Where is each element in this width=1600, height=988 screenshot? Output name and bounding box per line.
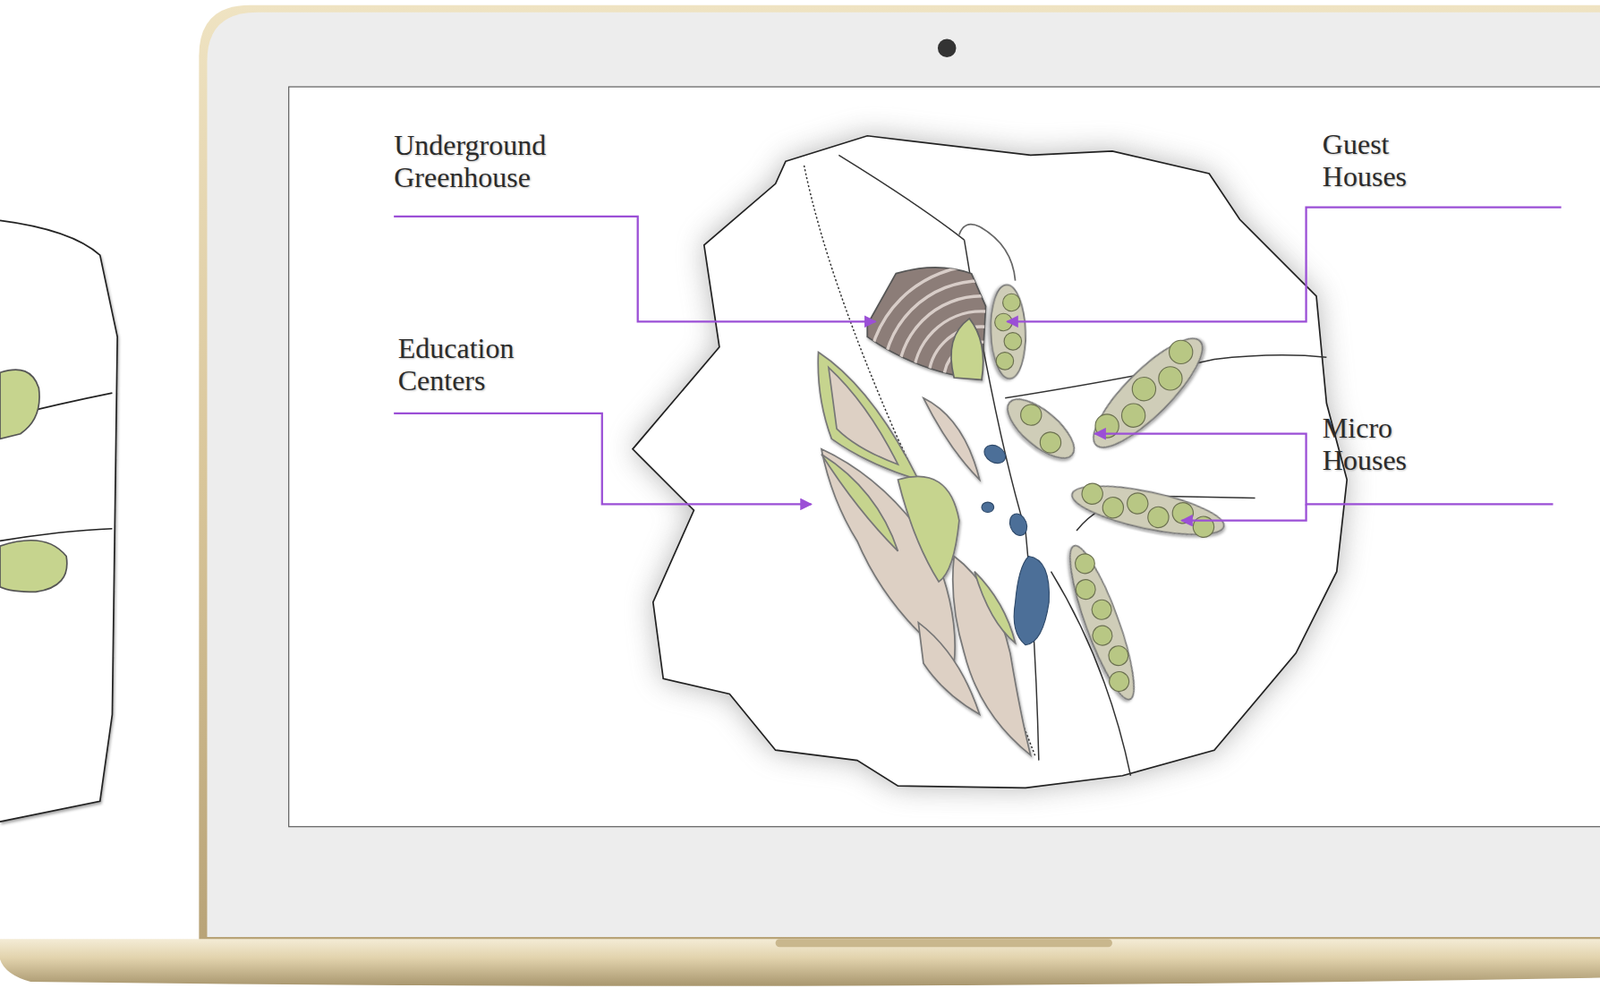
callout-label: Education Centers: [398, 331, 587, 399]
laptop-frame: [0, 5, 1600, 987]
micro-houses: [988, 284, 1227, 706]
house-pod: [988, 284, 1027, 380]
house-pod: [1068, 476, 1228, 545]
callout-label: Guest Houses: [1322, 127, 1457, 195]
house-pod: [998, 389, 1084, 469]
house-pod: [1058, 540, 1146, 706]
greenhouse-stripe: [882, 280, 1081, 479]
leader-lines: [393, 207, 1562, 521]
callout-label: Underground Greenhouse: [393, 128, 600, 196]
house-pod: [1080, 324, 1217, 461]
education-centers: [817, 351, 1030, 755]
site-plan: [632, 136, 1347, 789]
callout-label: Micro Houses: [1322, 411, 1457, 478]
left-device: [0, 220, 118, 822]
ponds: [980, 441, 1049, 645]
